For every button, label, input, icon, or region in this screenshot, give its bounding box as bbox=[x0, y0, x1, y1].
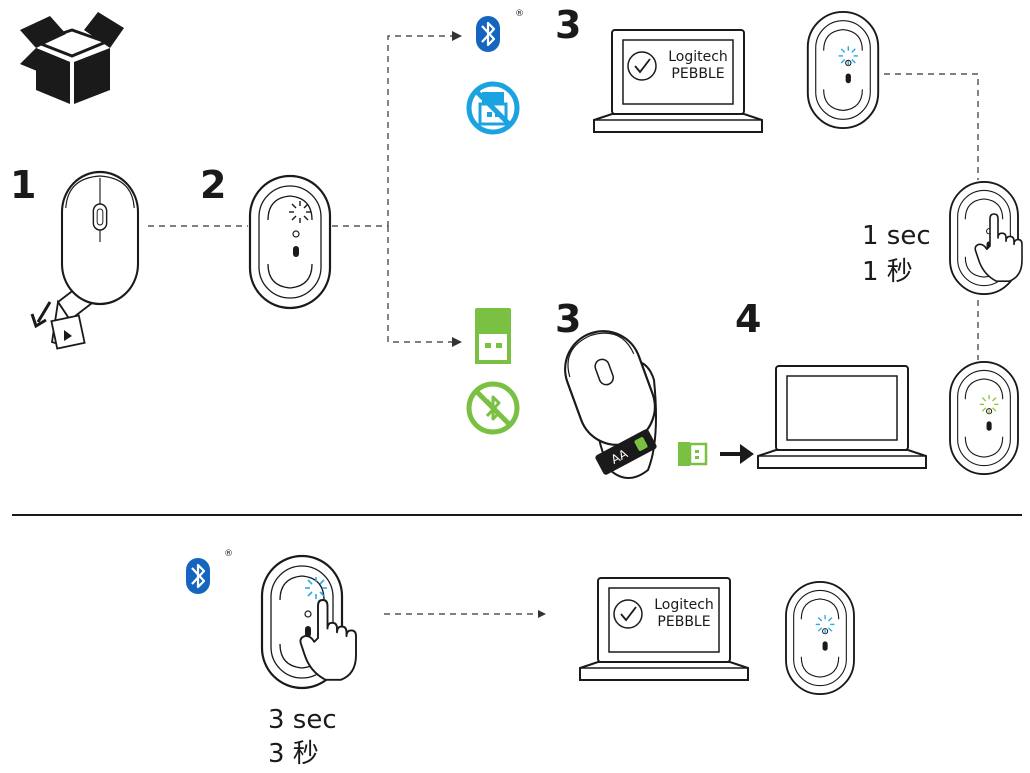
mouse-bottom-view-paired bbox=[806, 10, 880, 130]
screen-brand: Logitech bbox=[668, 49, 728, 65]
mouse-bottom-view-step-2 bbox=[248, 174, 332, 310]
screen-product-reconnected: PEBBLE bbox=[657, 614, 710, 630]
step-3-receiver-number: 3 bbox=[555, 297, 581, 341]
step-3-bluetooth-number: 3 bbox=[555, 3, 581, 47]
mouse-battery-insert: AA bbox=[564, 330, 657, 479]
check-icon-reconnected bbox=[613, 599, 643, 629]
mouse-bottom-view-receiver bbox=[949, 360, 1019, 476]
step-1-number: 1 bbox=[10, 163, 36, 207]
step-2-number: 2 bbox=[200, 163, 226, 207]
laptop-paired-bluetooth: Logitech PEBBLE bbox=[593, 29, 763, 133]
press-short-label: 1 sec bbox=[862, 221, 931, 251]
box-icon bbox=[20, 12, 124, 104]
arrow-right-icon bbox=[720, 444, 754, 464]
mouse-top-view-step-1 bbox=[30, 170, 140, 350]
svg-text:®: ® bbox=[515, 9, 524, 19]
bluetooth-icon bbox=[474, 14, 502, 54]
bluetooth-icon-reconnect bbox=[184, 556, 212, 596]
svg-text:®: ® bbox=[224, 549, 233, 559]
laptop-step-4 bbox=[757, 365, 927, 469]
usb-receiver-small bbox=[678, 442, 708, 466]
usb-receiver-icon bbox=[475, 308, 511, 364]
press-long-label-cjk: 3 秒 bbox=[268, 739, 319, 769]
screen-brand-reconnected: Logitech bbox=[654, 597, 714, 613]
check-icon bbox=[627, 51, 657, 81]
no-bluetooth-icon bbox=[466, 381, 520, 435]
mouse-bottom-view-reconnected bbox=[785, 580, 855, 696]
screen-product: PEBBLE bbox=[671, 66, 724, 82]
pull-arrow-icon bbox=[30, 301, 52, 329]
aa-battery: AA bbox=[595, 429, 657, 475]
press-short-label-cjk: 1 秒 bbox=[862, 257, 913, 287]
no-receiver-icon bbox=[466, 81, 520, 135]
laptop-reconnected: Logitech PEBBLE bbox=[579, 577, 749, 681]
step-4-number: 4 bbox=[735, 297, 761, 341]
press-long-label: 3 sec bbox=[268, 705, 337, 735]
